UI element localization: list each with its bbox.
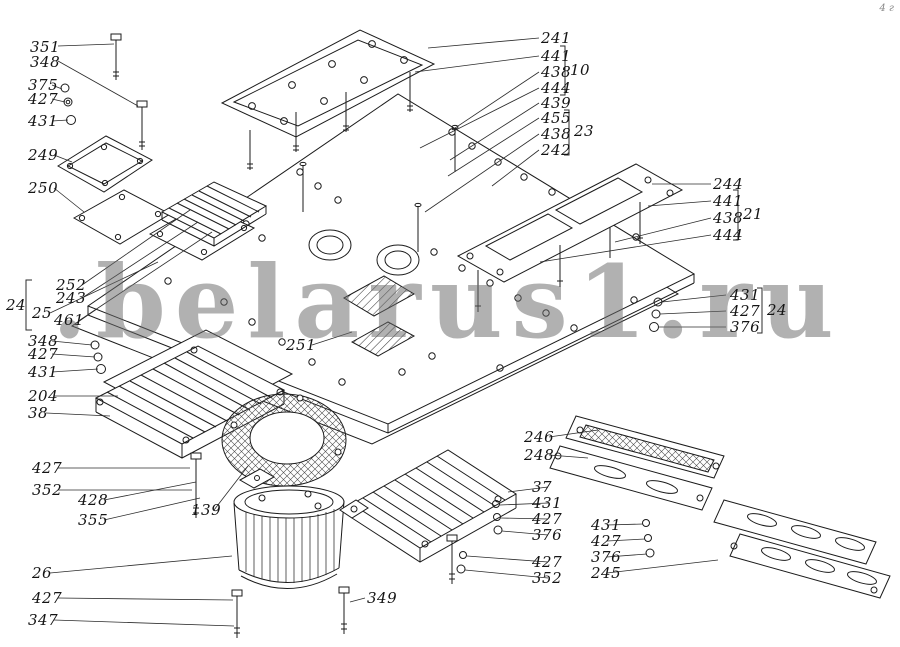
part-label: 251 xyxy=(286,336,317,354)
part-label: 246 xyxy=(524,428,555,446)
part-label: 139 xyxy=(191,501,222,519)
part-label: 252 xyxy=(56,276,87,294)
strip-245-upper xyxy=(713,499,877,565)
cover-studs xyxy=(247,72,413,170)
part-label: 352 xyxy=(532,569,563,587)
part-label: 348 xyxy=(30,53,61,71)
part-label: 441 xyxy=(713,192,744,210)
part-label: 349 xyxy=(367,589,398,607)
round-gasket-139 xyxy=(221,393,347,487)
part-label: 242 xyxy=(541,141,572,159)
part-label: 441 xyxy=(541,47,572,65)
part-label: 248 xyxy=(524,446,555,464)
finned-cover-38 xyxy=(94,345,286,459)
strip-245-lower xyxy=(729,533,891,599)
part-label: 244 xyxy=(713,175,744,193)
strip-246 xyxy=(565,415,725,479)
part-label: 427 xyxy=(591,532,622,550)
part-label: 245 xyxy=(591,564,622,582)
strip-248 xyxy=(549,445,713,511)
top-cover-241 xyxy=(220,29,436,170)
part-label: 376 xyxy=(730,318,761,336)
corner-mark: 4 г xyxy=(879,3,894,14)
part-label: 204 xyxy=(28,387,59,405)
part-label: 439 xyxy=(541,94,572,112)
part-label: 428 xyxy=(78,491,109,509)
leader-lines xyxy=(45,37,727,627)
part-label: 427 xyxy=(730,302,761,320)
part-label: 376 xyxy=(591,548,622,566)
finned-block-252 xyxy=(160,181,268,247)
part-label: 352 xyxy=(32,481,63,499)
part-label: 348 xyxy=(28,332,59,350)
part-label: 241 xyxy=(541,29,572,47)
callout-brackets xyxy=(25,45,763,334)
main-plate xyxy=(86,93,696,434)
part-label: 355 xyxy=(78,511,109,529)
part-label: 438 xyxy=(713,209,744,227)
group-label: 23 xyxy=(574,122,595,140)
part-label: 26 xyxy=(32,564,53,582)
part-label: 438 xyxy=(541,63,572,81)
part-label: 431 xyxy=(730,286,761,304)
part-label: 431 xyxy=(532,494,563,512)
part-label: 25 xyxy=(32,304,53,322)
part-label: 427 xyxy=(532,553,563,571)
part-label: 427 xyxy=(532,510,563,528)
cover-249 xyxy=(57,135,153,193)
part-label: 444 xyxy=(713,226,744,244)
group-label: 21 xyxy=(743,205,764,223)
group-label: 24 xyxy=(767,301,788,319)
part-label: 37 xyxy=(532,478,553,496)
part-label: 438 xyxy=(541,125,572,143)
cylinder-ribs xyxy=(245,509,335,583)
part-label: 376 xyxy=(532,526,563,544)
part-label: 427 xyxy=(28,345,59,363)
group-label: 24 xyxy=(6,296,27,314)
part-label: 431 xyxy=(28,363,59,381)
frame-cover-244 xyxy=(456,163,684,312)
part-label: 427 xyxy=(28,90,59,108)
cylinder-26 xyxy=(233,468,345,589)
part-label: 347 xyxy=(28,611,59,629)
part-label: 444 xyxy=(541,79,572,97)
finned-cover-37 xyxy=(339,449,517,563)
part-label: 375 xyxy=(28,76,59,94)
part-label: 243 xyxy=(56,289,87,307)
part-label: 431 xyxy=(28,112,59,130)
part-label: 351 xyxy=(30,38,61,56)
part-label: 455 xyxy=(541,109,572,127)
part-label: 38 xyxy=(28,404,49,422)
group-label: 10 xyxy=(570,61,591,79)
part-label: 427 xyxy=(32,459,63,477)
part-label: 427 xyxy=(32,589,63,607)
part-label: 461 xyxy=(54,311,85,329)
bolts xyxy=(110,33,458,638)
part-label: 249 xyxy=(28,146,59,164)
part-label: 250 xyxy=(28,179,59,197)
part-label: 431 xyxy=(591,516,622,534)
